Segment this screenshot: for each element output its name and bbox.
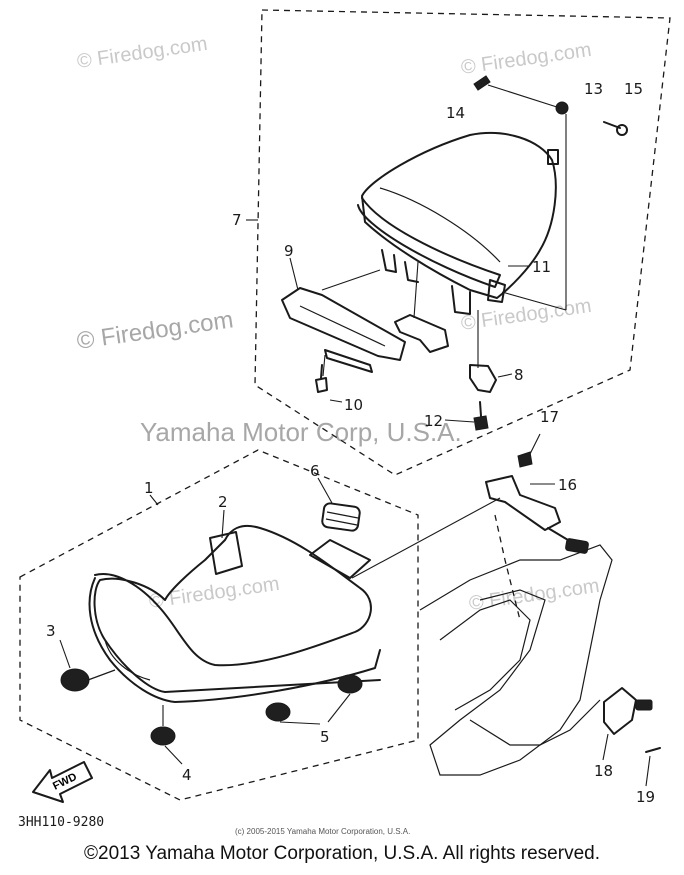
callout-13: 13: [584, 80, 603, 98]
lock-bar-16-rod: [547, 527, 569, 541]
callout-8: 8: [514, 366, 524, 384]
seat-cover-rim: [357, 197, 501, 288]
upper-assembly-box: [254, 9, 671, 476]
callout-19: 19: [636, 788, 655, 806]
leader: [327, 693, 351, 723]
reference-code: 3HH110-9280: [18, 815, 104, 830]
seat-1-side: [88, 577, 381, 703]
callout-14: 14: [446, 104, 465, 122]
leader: [497, 373, 513, 378]
callout-7: 7: [232, 211, 242, 229]
watermark-firedog: © Firedog.com: [460, 295, 593, 335]
grommet-13: [555, 101, 569, 115]
callout-5: 5: [320, 728, 330, 746]
seat-bracket: [309, 539, 371, 579]
bolt-10: [315, 377, 328, 393]
callout-16: 16: [558, 476, 577, 494]
leader: [487, 84, 561, 109]
damper-3-link: [87, 669, 116, 681]
screw-15-head: [616, 124, 628, 136]
watermark-firedog: © Firedog.com: [460, 39, 593, 79]
seat-cover-tab: [547, 149, 559, 165]
leader: [413, 261, 419, 319]
callout-1: 1: [144, 479, 154, 497]
seat-1-bottom: [104, 639, 151, 681]
leader: [149, 494, 159, 506]
callout-18: 18: [594, 762, 613, 780]
hasp-18-key: [635, 699, 653, 711]
leader: [317, 477, 333, 504]
leader: [602, 733, 609, 761]
leader: [351, 497, 501, 579]
bolt-10-shank: [320, 364, 323, 379]
damper-6-rib: [326, 511, 359, 519]
leader: [279, 721, 321, 725]
leader: [645, 755, 651, 787]
bracket-9: [281, 287, 406, 361]
leader: [59, 639, 71, 669]
damper-5: [265, 702, 291, 722]
cover-lug: [451, 285, 471, 315]
strap-2: [209, 531, 243, 575]
watermark-firedog: © Firedog.com: [468, 575, 601, 615]
leader: [321, 269, 381, 291]
leader: [329, 399, 343, 403]
clip-14: [473, 75, 491, 91]
damper-6-rib: [325, 518, 358, 526]
leader: [501, 291, 567, 311]
watermark-yamaha: Yamaha Motor Corp, U.S.A.: [140, 417, 462, 447]
seat-cover: [361, 131, 557, 299]
leader: [221, 509, 225, 539]
plate-11: [487, 279, 506, 303]
screw-19: [645, 747, 661, 753]
leader: [289, 257, 299, 291]
bracket-9-foot: [324, 349, 373, 373]
callout-3: 3: [46, 622, 56, 640]
leader: [322, 354, 326, 377]
lower-assembly-box: [19, 449, 419, 801]
callout-10: 10: [344, 396, 363, 414]
callout-12: 12: [424, 412, 443, 430]
callout-9: 9: [284, 242, 294, 260]
leader: [529, 433, 541, 455]
hasp-18: [603, 687, 637, 735]
cover-lug: [404, 261, 419, 283]
leader: [164, 745, 183, 765]
callout-2: 2: [218, 493, 228, 511]
fwd-label: FWD: [51, 771, 79, 793]
footer-copyright: ©2013 Yamaha Motor Corporation, U.S.A. A…: [84, 843, 600, 864]
bolt-12-head: [473, 415, 489, 431]
seat-1: [93, 524, 381, 693]
bolt-12-shank: [479, 401, 482, 417]
lock-16-key: [565, 538, 589, 554]
watermark-firedog: © Firedog.com: [148, 573, 281, 613]
bolt-17: [517, 451, 533, 468]
frame-rail: [469, 699, 601, 746]
damper-6: [321, 502, 361, 532]
damper-5: [337, 674, 363, 694]
callout-15: 15: [624, 80, 643, 98]
cover-lug: [381, 249, 397, 273]
frame-hidden: [494, 514, 521, 621]
clamp-8: [469, 364, 497, 393]
center-bracket: [394, 314, 449, 353]
watermark-firedog: © Firedog.com: [76, 33, 209, 73]
fwd-arrow-icon: FWD: [32, 761, 93, 803]
callout-6: 6: [310, 462, 320, 480]
watermark-firedog: © Firedog.com: [75, 306, 235, 355]
lock-bar-16: [485, 475, 561, 531]
callout-17: 17: [540, 408, 559, 426]
seat-cover-seam: [379, 187, 501, 263]
frame-rail: [439, 599, 531, 711]
damper-4: [150, 726, 176, 746]
small-copyright: (c) 2005-2015 Yamaha Motor Corporation, …: [235, 827, 410, 836]
bracket-9-edge: [299, 305, 386, 347]
damper-3: [60, 668, 90, 692]
callout-4: 4: [182, 766, 192, 784]
leader: [444, 419, 475, 423]
callout-11: 11: [532, 258, 551, 276]
